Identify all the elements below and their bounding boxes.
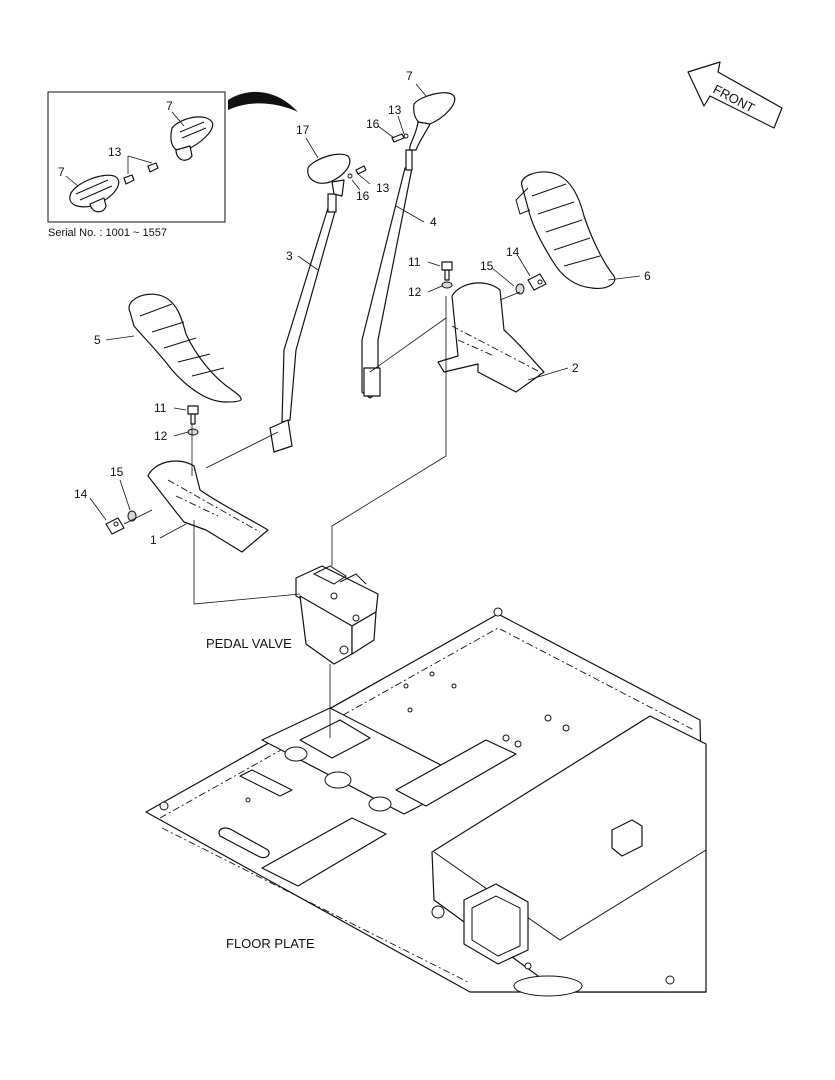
- inset-pointer-arrow: [228, 91, 298, 112]
- label-11-right: 11: [408, 255, 421, 269]
- label-13-main-a: 13: [388, 103, 402, 117]
- label-14-right: 14: [506, 245, 520, 259]
- floor-plate: [145, 607, 707, 997]
- label-13-main-b: 13: [376, 181, 390, 195]
- bolt-14-right: [527, 273, 547, 291]
- label-7-inset-upper: 7: [166, 99, 173, 113]
- pedal-bracket-2: [437, 282, 545, 393]
- label-11-left: 11: [154, 401, 167, 415]
- bolt-14-left: [105, 517, 125, 535]
- pedal-pad-5: [128, 293, 242, 403]
- grip-7-main: [409, 92, 456, 151]
- bolt-11-left: [187, 405, 199, 425]
- label-15-left: 15: [110, 465, 124, 479]
- label-12-left: 12: [154, 429, 168, 443]
- bolt-11-right: [441, 261, 453, 281]
- serial-number-caption: Serial No. : 1001 ~ 1557: [48, 227, 167, 239]
- inset-screw-13: [123, 155, 159, 185]
- label-7-main: 7: [406, 69, 413, 83]
- label-1: 1: [150, 533, 157, 547]
- label-12-right: 12: [408, 285, 422, 299]
- inset-box: 7 7 13 Serial No. : 1001 ~ 1557: [47, 91, 298, 239]
- pedal-valve-caption: PEDAL VALVE: [206, 636, 292, 651]
- connection-lines: [123, 291, 521, 738]
- label-16-b: 16: [356, 189, 370, 203]
- label-13-inset: 13: [108, 145, 122, 159]
- pedal-bracket-1: [147, 460, 269, 553]
- label-7-inset-lower: 7: [58, 165, 65, 179]
- label-4: 4: [430, 215, 437, 229]
- floor-plate-caption: FLOOR PLATE: [226, 936, 315, 951]
- washer-15-left: [127, 510, 137, 522]
- front-arrow: FRONT: [687, 61, 783, 129]
- pedal-valve: [295, 565, 379, 665]
- inset-grip-upper: [170, 116, 214, 161]
- grip-17: [307, 153, 351, 197]
- label-3: 3: [286, 249, 293, 263]
- washer-15-right: [515, 283, 525, 295]
- pedal-pad-6: [515, 171, 616, 289]
- screw-13-16-right: [391, 133, 409, 143]
- label-2: 2: [572, 361, 579, 375]
- part-labels: 7 13 16 17 13 16 4 3 11 14 15 6 12 5 2 1…: [74, 69, 651, 547]
- screw-13-16-left: [347, 165, 367, 179]
- label-17: 17: [296, 123, 310, 137]
- washer-12-right: [441, 281, 453, 289]
- label-6: 6: [644, 269, 651, 283]
- label-14-left: 14: [74, 487, 88, 501]
- leader-lines: [89, 83, 641, 539]
- label-16-a: 16: [366, 117, 380, 131]
- washer-12-left: [187, 428, 199, 436]
- lever-rod-4: [361, 149, 413, 399]
- label-5: 5: [94, 333, 101, 347]
- inset-grip-lower: [69, 174, 120, 213]
- lever-rod-3: [269, 193, 337, 453]
- label-15-right: 15: [480, 259, 494, 273]
